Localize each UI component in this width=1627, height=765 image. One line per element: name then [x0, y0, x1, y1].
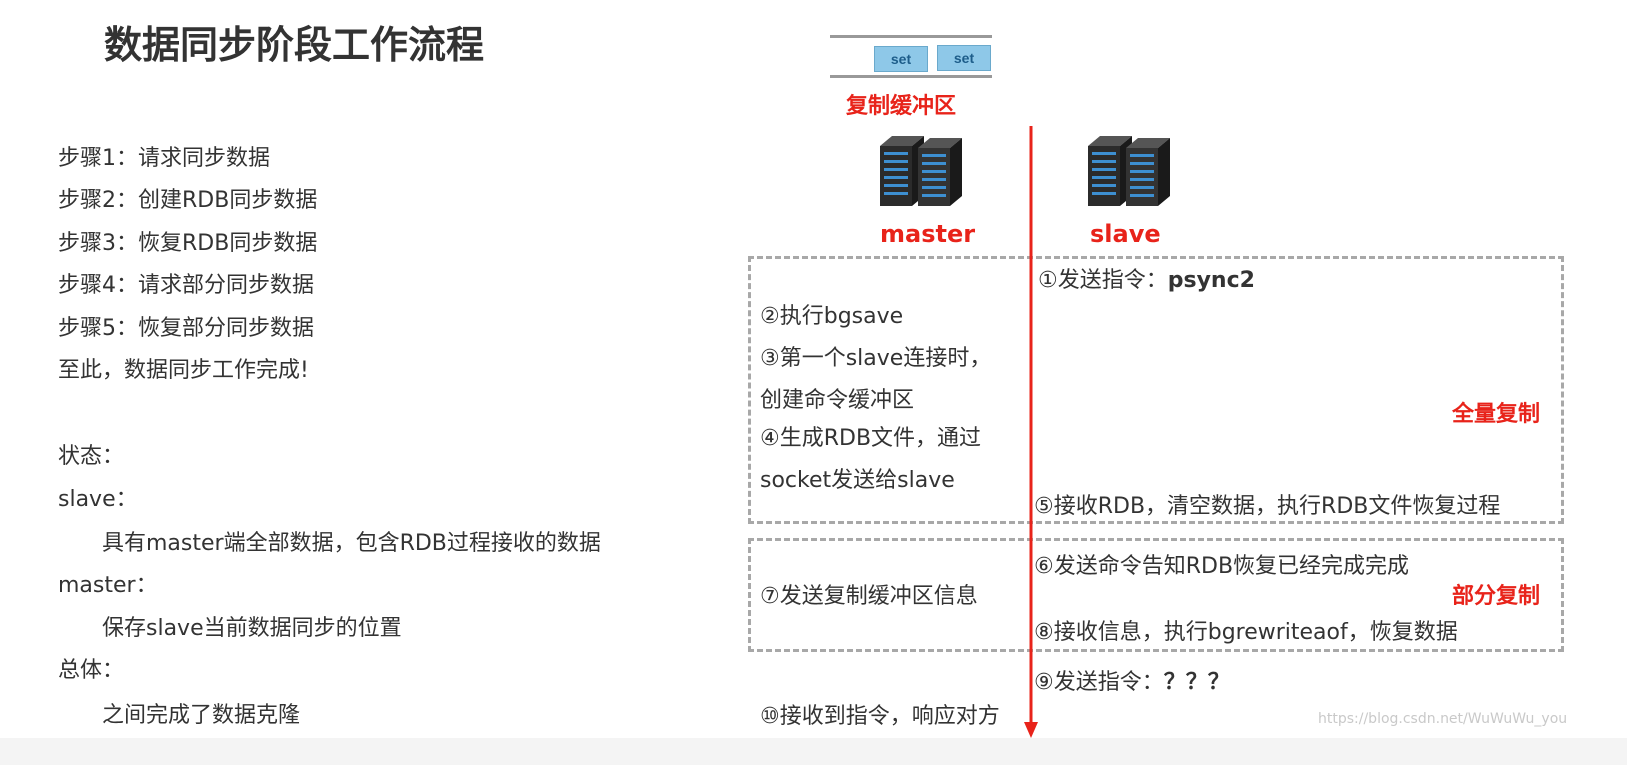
slave-server-icon — [1088, 136, 1170, 206]
step-7-send-buffer: ⑦发送复制缓冲区信息 — [760, 584, 978, 609]
page-title: 数据同步阶段工作流程 — [104, 23, 485, 67]
step-1: 步骤1：请求同步数据 — [58, 146, 270, 171]
partial-copy-group — [748, 538, 1564, 652]
overall-status-label: 总体： — [58, 658, 125, 683]
master-status-label: master： — [58, 573, 158, 598]
master-status-desc: 保存slave当前数据同步的位置 — [102, 616, 402, 641]
master-server-icon — [880, 136, 962, 206]
overall-status-desc: 之间完成了数据克隆 — [102, 703, 301, 728]
bottom-strip — [0, 738, 1627, 765]
full-copy-group — [748, 256, 1564, 524]
step-4-line-2: socket发送给slave — [760, 468, 955, 493]
buffer-item: set — [874, 46, 928, 72]
buffer-top-line — [830, 35, 992, 38]
slave-status-label: slave： — [58, 487, 138, 512]
step-3-line-2: 创建命令缓冲区 — [760, 388, 915, 413]
step-5-receive-rdb: ⑤接收RDB，清空数据，执行RDB文件恢复过程 — [1034, 494, 1501, 519]
full-copy-label: 全量复制 — [1452, 402, 1541, 427]
status-label: 状态： — [58, 444, 125, 469]
step-6-notify-rdb-done: ⑥发送命令告知RDB恢复已经完成完成 — [1034, 554, 1410, 579]
step-10-respond: ⑩接收到指令，响应对方 — [760, 704, 1000, 729]
unknown-command: ？？？ — [1163, 670, 1230, 695]
slave-status-desc: 具有master端全部数据，包含RDB过程接收的数据 — [102, 531, 601, 556]
watermark: https://blog.csdn.net/WuWuWu_you — [1318, 711, 1568, 727]
step-3-line-1: ③第一个slave连接时， — [760, 346, 992, 371]
master-label: master — [880, 220, 976, 248]
timeline-arrow — [1024, 126, 1038, 738]
partial-copy-label: 部分复制 — [1452, 584, 1541, 609]
buffer-item: set — [937, 45, 991, 71]
step-3: 步骤3：恢复RDB同步数据 — [58, 231, 318, 256]
slave-label: slave — [1090, 220, 1161, 248]
buffer-bottom-line — [830, 75, 992, 78]
completion-note: 至此，数据同步工作完成! — [58, 358, 309, 383]
psync2-command: psync2 — [1167, 268, 1255, 293]
step-9-send-command: ⑨发送指令：？？？ — [1034, 670, 1230, 695]
step-2-bgsave: ②执行bgsave — [760, 304, 904, 329]
step-4-line-1: ④生成RDB文件，通过 — [760, 426, 982, 451]
step-2: 步骤2：创建RDB同步数据 — [58, 188, 318, 213]
step-8-bgrewriteaof: ⑧接收信息，执行bgrewriteaof，恢复数据 — [1034, 620, 1458, 645]
step-5: 步骤5：恢复部分同步数据 — [58, 316, 314, 341]
step-1-send-command: ①发送指令：psync2 — [1038, 268, 1255, 293]
step-4: 步骤4：请求部分同步数据 — [58, 273, 314, 298]
buffer-label: 复制缓冲区 — [846, 94, 957, 119]
